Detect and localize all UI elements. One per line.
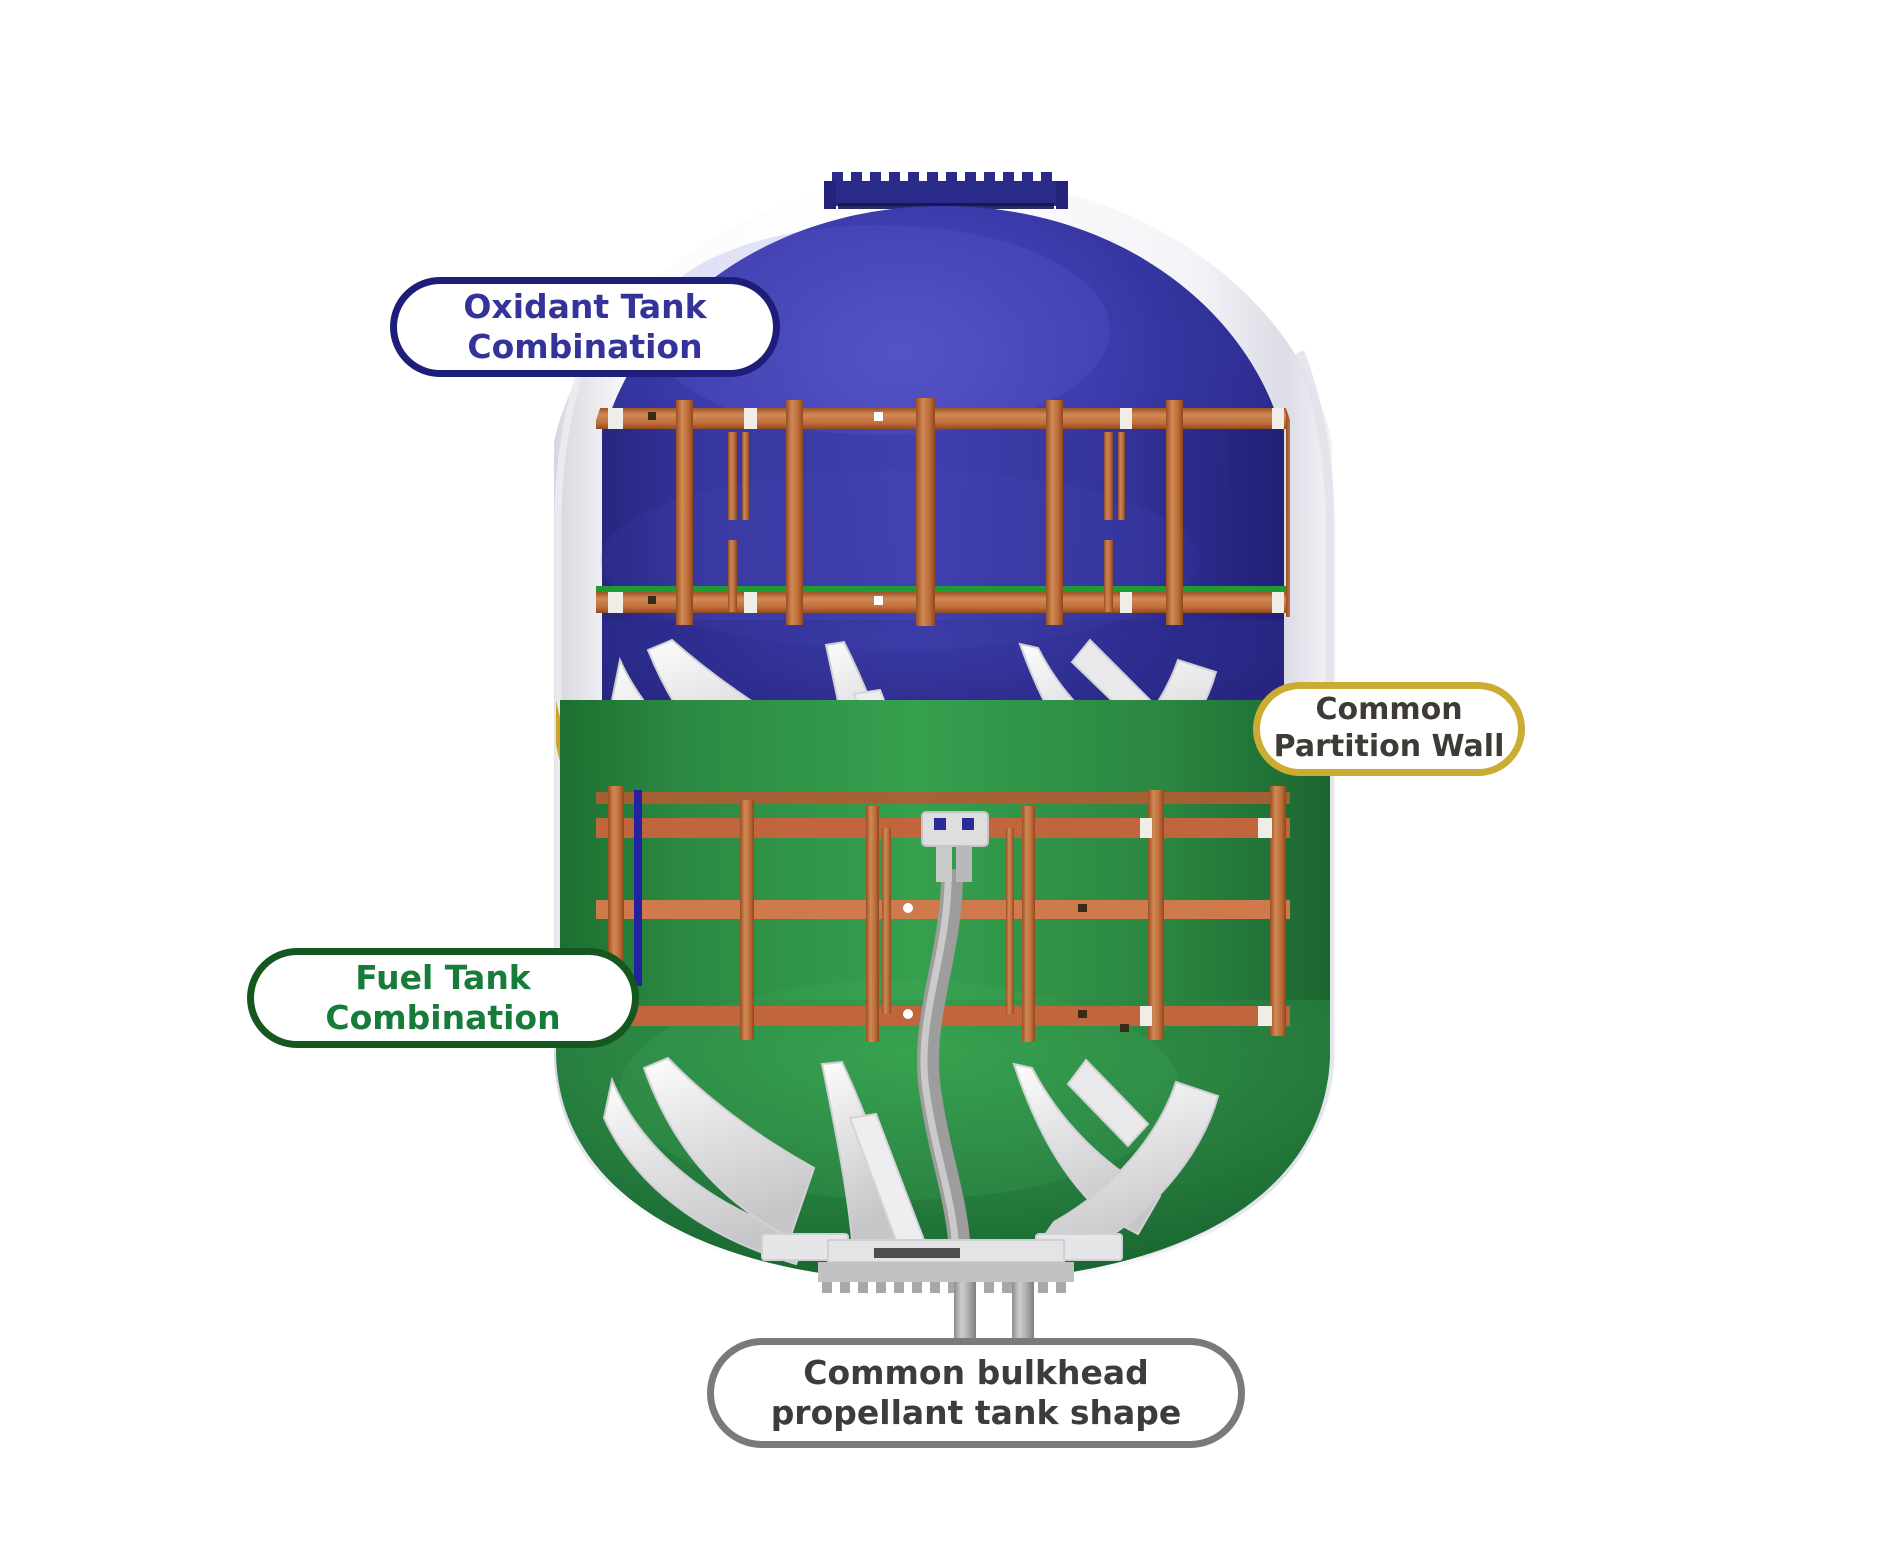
- lower-baffle-group: [602, 1056, 1225, 1282]
- callout-common-partition-wall[interactable]: Common Partition Wall: [1253, 682, 1525, 776]
- callout-bulkhead-line2: propellant tank shape: [770, 1393, 1182, 1432]
- oxidant-ring-frame-lower: [596, 592, 1290, 613]
- oxidant-ring-frame-upper: [596, 408, 1290, 429]
- top-flange-right-lug: [1056, 181, 1068, 209]
- oxidant-stringer-grid: [596, 398, 1290, 626]
- top-flange-body: [828, 181, 1064, 206]
- callout-fuel-line1: Fuel Tank: [355, 957, 531, 997]
- oxidant-specular: [650, 225, 1110, 435]
- feed-line-manifold: [921, 811, 989, 882]
- top-flange-teeth: [832, 172, 1052, 184]
- top-flange-shadow: [838, 203, 1054, 209]
- bottom-flange-body: [818, 1262, 1074, 1282]
- fuel-stringers: [608, 786, 1286, 1042]
- bottom-flange-dark-strip: [874, 1248, 960, 1258]
- oxidant-stringers: [676, 398, 1290, 626]
- lower-baffle-right-strut: [1066, 1058, 1150, 1148]
- callout-fuel-tank[interactable]: Fuel Tank Combination: [247, 948, 639, 1048]
- top-flange-group: [824, 172, 1068, 209]
- feed-line-group: [916, 811, 989, 1267]
- fuel-fastener-blocks: [1140, 818, 1272, 1026]
- callout-fuel-line2: Combination: [325, 998, 561, 1037]
- top-flange-left-lug: [824, 181, 836, 209]
- oxidant-rivets: [648, 412, 883, 605]
- callout-oxidant-tank[interactable]: Oxidant Tank Combination: [390, 277, 780, 377]
- callout-oxidant-line1: Oxidant Tank: [463, 286, 707, 326]
- callout-partition-line2: Partition Wall: [1273, 729, 1505, 764]
- fuel-ring-frame-top: [596, 792, 1290, 804]
- feed-line-pipe-highlight: [920, 880, 960, 1258]
- callout-oxidant-line2: Combination: [467, 327, 703, 366]
- fuel-doubler-stringers: [882, 828, 1014, 1014]
- oxidant-doubler-stringers: [728, 432, 1125, 612]
- callout-common-bulkhead[interactable]: Common bulkhead propellant tank shape: [707, 1338, 1245, 1448]
- callout-partition-line1: Common: [1315, 692, 1463, 728]
- oxidant-fastener-blocks: [608, 408, 1284, 613]
- callout-bulkhead-line1: Common bulkhead: [803, 1352, 1149, 1392]
- fuel-blue-indicator: [634, 790, 642, 986]
- feed-line-pipe: [916, 869, 971, 1267]
- fuel-ring-frame-lower: [596, 1006, 1290, 1026]
- fuel-rivets: [903, 903, 1129, 1032]
